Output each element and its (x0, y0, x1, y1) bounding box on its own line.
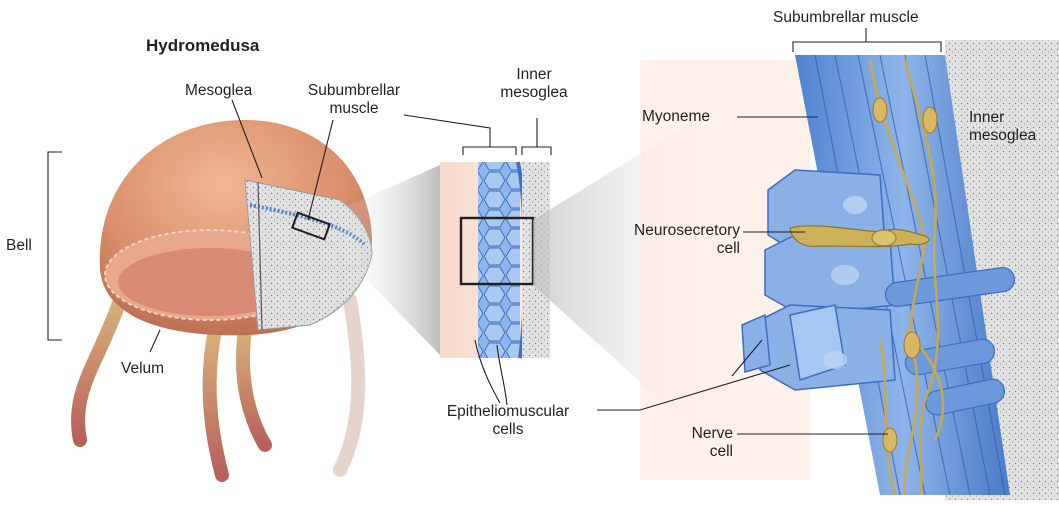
label-bell: Bell (6, 237, 32, 255)
tentacle (243, 330, 265, 445)
label-mesoglea: Mesoglea (185, 82, 252, 100)
tentacle (210, 330, 222, 475)
tentacle (78, 300, 120, 440)
label-epitheliomuscular-cells: Epitheliomuscular cells (418, 403, 598, 439)
label-subumbrellar-muscle-small: Subumbrellar muscle (298, 82, 410, 118)
label-neurosecretory-cell: Neurosecretory cell (600, 222, 740, 258)
label-velum: Velum (121, 360, 164, 378)
diagram-title: Hydromedusa (146, 37, 259, 55)
tentacle (340, 300, 358, 470)
label-inner-mesoglea-small: Inner mesoglea (494, 66, 574, 102)
label-subumbrellar-muscle-large: Subumbrellar muscle (773, 9, 919, 27)
label-myoneme: Myoneme (642, 108, 710, 126)
label-inner-mesoglea-large: Inner mesoglea (969, 109, 1059, 145)
label-nerve-cell: Nerve cell (660, 425, 733, 461)
jellyfish (78, 120, 372, 475)
